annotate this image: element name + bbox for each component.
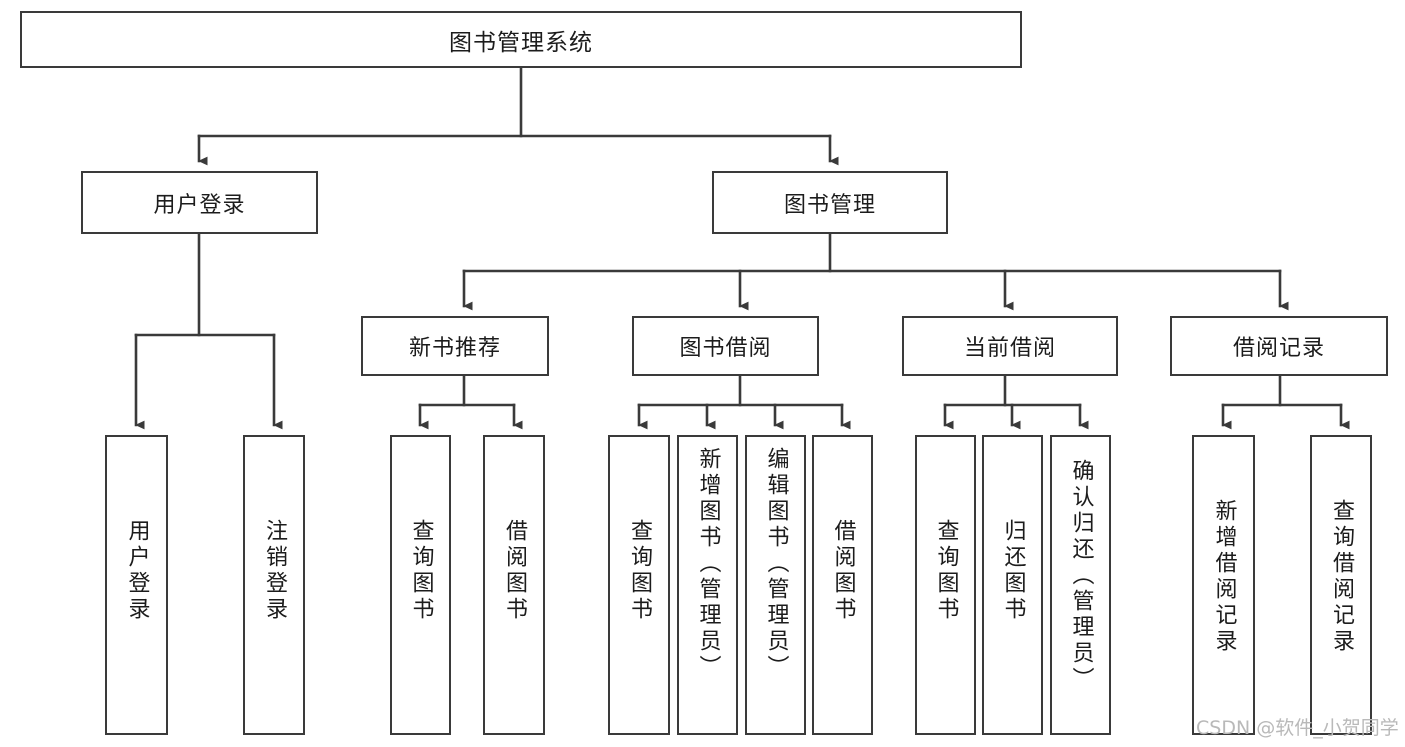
node-label: 新书推荐 [408,336,501,361]
leaf-current-borrow-return-book[interactable]: 归还图书 [982,435,1043,735]
node-label: 查询图书 [933,519,959,623]
leaf-book-borrow-edit-book-admin[interactable]: 编辑图书（管理员） [745,435,806,735]
node-label: 编辑图书（管理员） [763,447,789,681]
node-book-borrow[interactable]: 图书借阅 [632,316,819,376]
node-label: 查询借阅记录 [1329,499,1354,655]
node-label: 新增图书（管理员） [695,447,721,681]
node-label: 新增借阅记录 [1211,499,1237,655]
node-label: 注销登录 [262,519,287,623]
csdn-watermark: CSDN @软件_小贺同学 [1196,717,1399,739]
leaf-current-borrow-query-book[interactable]: 查询图书 [915,435,976,735]
node-root-book-management-system[interactable]: 图书管理系统 [20,11,1022,68]
node-label: 用户登录 [153,192,246,218]
node-label: 借阅记录 [1232,336,1325,361]
leaf-new-book-query-book[interactable]: 查询图书 [390,435,451,735]
node-borrow-record[interactable]: 借阅记录 [1170,316,1388,376]
leaf-user-login-logout[interactable]: 注销登录 [243,435,305,735]
node-label: 图书管理 [783,192,876,218]
node-label: 确认归还（管理员） [1068,459,1094,693]
leaf-new-book-borrow-book[interactable]: 借阅图书 [483,435,545,735]
node-book-management[interactable]: 图书管理 [712,171,948,234]
node-label: 查询图书 [408,519,434,623]
node-label: 当前借阅 [963,336,1056,361]
leaf-user-login-login[interactable]: 用户登录 [105,435,168,735]
leaf-book-borrow-query-book[interactable]: 查询图书 [608,435,670,735]
node-label: 用户登录 [124,519,150,623]
node-label: 归还图书 [1000,519,1026,623]
node-label: 图书管理系统 [449,29,593,56]
node-current-borrow[interactable]: 当前借阅 [902,316,1118,376]
leaf-borrow-record-query-record[interactable]: 查询借阅记录 [1310,435,1372,735]
node-user-login[interactable]: 用户登录 [81,171,318,234]
leaf-current-borrow-confirm-return-admin[interactable]: 确认归还（管理员） [1050,435,1111,735]
node-label: 图书借阅 [679,336,772,361]
node-label: 查询图书 [627,519,652,623]
node-label: 借阅图书 [830,519,856,623]
node-label: 借阅图书 [502,519,527,623]
leaf-book-borrow-borrow-book[interactable]: 借阅图书 [812,435,873,735]
leaf-book-borrow-add-book-admin[interactable]: 新增图书（管理员） [677,435,738,735]
node-new-book-recommend[interactable]: 新书推荐 [361,316,549,376]
leaf-borrow-record-add-record[interactable]: 新增借阅记录 [1192,435,1255,735]
